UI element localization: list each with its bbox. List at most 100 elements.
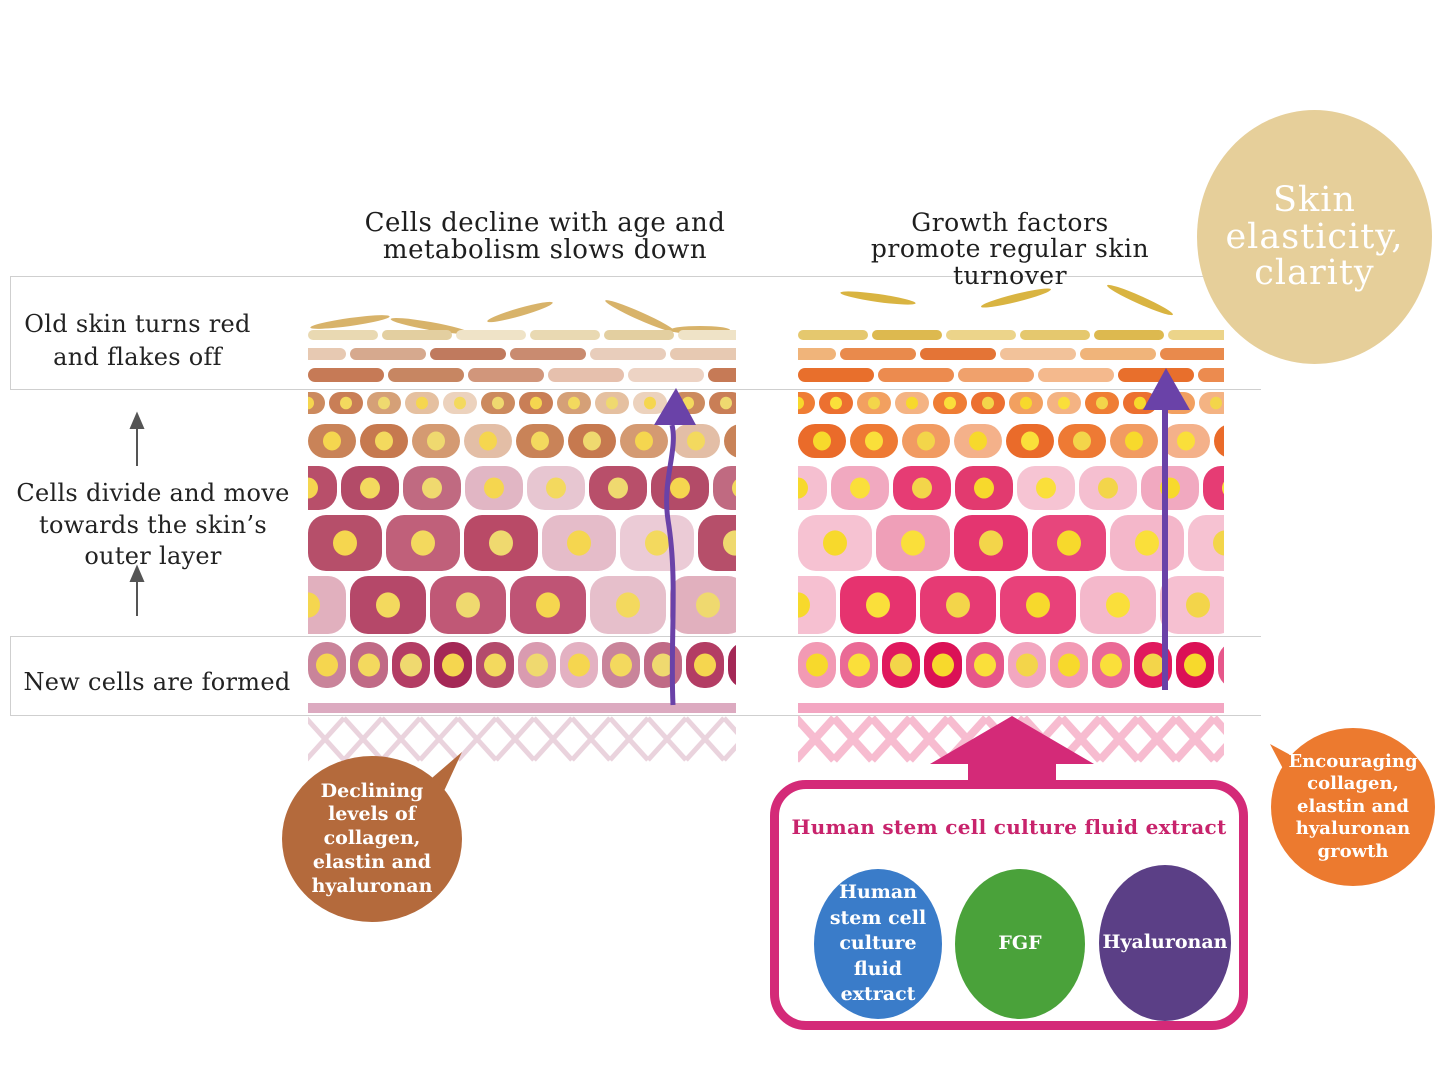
left-nucleus — [776, 592, 800, 617]
right-cell — [798, 348, 836, 360]
right-nucleus — [1036, 477, 1056, 499]
left-nucleus — [316, 653, 338, 677]
left-cell — [308, 368, 384, 382]
left-flake — [487, 301, 553, 323]
right-collagen-fiber — [798, 756, 799, 759]
right-nucleus — [1058, 396, 1070, 410]
left-collagen-fiber — [380, 716, 422, 762]
right-cell — [1020, 330, 1090, 340]
right-nucleus — [1073, 431, 1091, 451]
left-nucleus — [422, 477, 442, 499]
left-flake — [390, 318, 470, 334]
left-nucleus — [568, 653, 590, 677]
encouraging-growth-bubble: Encouraging collagen, elastin and hyalur… — [1271, 728, 1435, 886]
left-cell — [388, 368, 464, 382]
left-nucleus — [739, 432, 757, 451]
right-nucleus — [1248, 397, 1260, 410]
right-nucleus — [1210, 396, 1222, 410]
left-cell — [708, 368, 736, 382]
right-collagen-fiber — [1135, 715, 1179, 763]
left-cell — [728, 645, 736, 685]
left-cell — [382, 330, 452, 340]
right-collagen-fiber — [1211, 742, 1224, 763]
left-cell — [724, 424, 736, 458]
ingredient-fgf: FGF — [955, 869, 1085, 1019]
right-nucleus — [1226, 653, 1248, 676]
left-nucleus — [416, 396, 428, 410]
right-cell — [1237, 392, 1271, 414]
right-cell — [1168, 330, 1224, 340]
right-cell — [946, 330, 1016, 340]
left-nucleus — [376, 592, 400, 618]
right-nucleus — [1016, 653, 1038, 677]
right-cell — [1240, 576, 1316, 634]
right-cell — [1188, 515, 1224, 571]
left-cell — [548, 368, 624, 382]
right-nucleus — [974, 653, 996, 677]
right-nucleus — [823, 530, 847, 556]
left-nucleus — [333, 530, 357, 556]
right-nucleus — [1021, 431, 1039, 451]
right-nucleus — [1096, 396, 1108, 410]
right-nucleus — [850, 477, 870, 499]
right-nucleus — [901, 530, 925, 556]
right-nucleus — [1281, 432, 1299, 451]
right-panel-title: Growth factors promote regular skin turn… — [870, 208, 1150, 290]
right-collagen-fiber — [831, 715, 875, 763]
right-nucleus — [813, 431, 831, 451]
left-nucleus — [308, 477, 318, 499]
right-nucleus — [890, 653, 912, 677]
right-cell — [872, 330, 942, 340]
right-cell — [1198, 368, 1224, 382]
right-nucleus — [1135, 530, 1159, 556]
left-cell — [510, 348, 586, 360]
left-cell — [698, 515, 736, 571]
new-cells-label: New cells are formed — [23, 668, 291, 696]
left-collagen-fiber — [608, 716, 650, 762]
encouraging-growth-text: Encouraging collagen, elastin and hyalur… — [1288, 750, 1418, 862]
left-flake — [310, 315, 390, 329]
ingredient-stem-cell: Human stem cell culture fluid extract — [814, 869, 942, 1019]
right-cell — [798, 392, 815, 414]
left-cell — [604, 330, 674, 340]
right-nucleus — [866, 592, 890, 618]
left-nucleus — [536, 592, 560, 618]
right-collagen-fiber — [869, 715, 913, 763]
left-nucleus — [644, 396, 656, 410]
right-cell — [920, 348, 996, 360]
left-nucleus — [360, 477, 380, 499]
right-nucleus — [1229, 432, 1247, 451]
left-nucleus — [546, 477, 566, 499]
left-cell — [430, 348, 506, 360]
right-nucleus — [974, 477, 994, 499]
right-nucleus — [969, 431, 987, 451]
left-nucleus — [484, 653, 506, 677]
right-nucleus — [1026, 592, 1050, 618]
left-collagen-fiber — [762, 718, 800, 760]
right-cell — [1265, 466, 1323, 510]
left-collagen-fiber — [722, 716, 736, 735]
right-cell — [798, 330, 868, 340]
right-cell — [958, 368, 1034, 382]
right-nucleus — [1184, 653, 1206, 677]
right-nucleus — [1142, 653, 1164, 677]
right-cell — [1218, 646, 1224, 684]
left-collagen-fiber — [722, 743, 736, 762]
right-nucleus — [798, 396, 804, 410]
extract-title: Human stem cell culture fluid extract — [791, 815, 1227, 839]
right-nucleus — [830, 396, 842, 410]
new-cells-band — [10, 636, 1261, 716]
left-flake — [605, 300, 675, 332]
right-nucleus — [1134, 396, 1146, 410]
left-collagen-fiber — [268, 718, 306, 760]
left-nucleus — [323, 431, 341, 451]
skin-elasticity-text: Skin elasticity, clarity — [1225, 179, 1404, 294]
left-nucleus — [378, 396, 390, 410]
right-cell — [840, 348, 916, 360]
right-collagen-fiber — [1173, 715, 1217, 763]
right-nucleus — [1098, 477, 1118, 499]
right-cell — [1038, 368, 1114, 382]
right-cell — [1278, 368, 1354, 382]
left-collagen-fiber — [684, 716, 726, 762]
right-nucleus — [944, 396, 956, 410]
